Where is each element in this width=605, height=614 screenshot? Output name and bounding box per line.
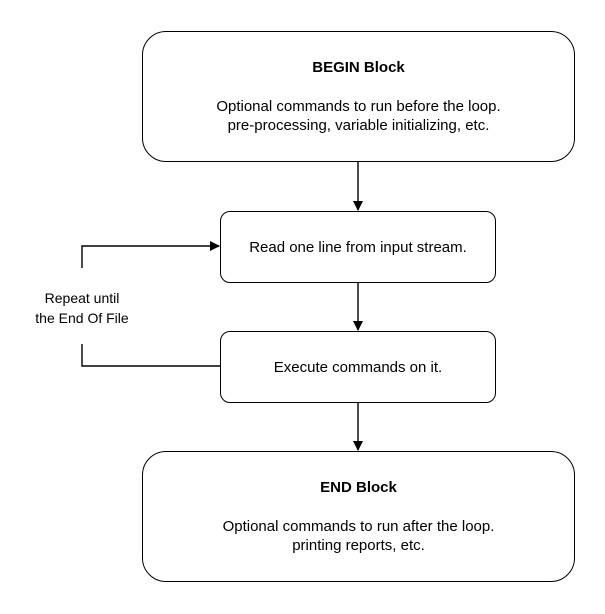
begin-block-title: BEGIN Block: [312, 59, 405, 76]
loop-back-arrow-upper: [81, 241, 220, 268]
execute-commands-step: Execute commands on it.: [220, 331, 496, 403]
read-line-step: Read one line from input stream.: [220, 211, 496, 283]
execute-commands-step-label: Execute commands on it.: [273, 358, 443, 376]
begin-block-line-2: pre-processing, variable initializing, e…: [227, 117, 490, 134]
end-block-line-1: Optional commands to run after the loop.: [222, 518, 495, 535]
loop-label: Repeat until the End Of File: [20, 288, 144, 328]
loop-label-line-2: the End Of File: [35, 310, 129, 326]
end-block: END Block Optional commands to run after…: [142, 451, 575, 582]
end-block-line-2: printing reports, etc.: [292, 537, 425, 554]
loop-back-arrow: [81, 344, 220, 367]
begin-block: BEGIN Block Optional commands to run bef…: [142, 31, 575, 162]
begin-block-line-1: Optional commands to run before the loop…: [216, 98, 501, 115]
read-line-step-label: Read one line from input stream.: [249, 238, 467, 256]
end-block-title: END Block: [320, 479, 397, 496]
loop-label-line-1: Repeat until: [44, 290, 120, 306]
